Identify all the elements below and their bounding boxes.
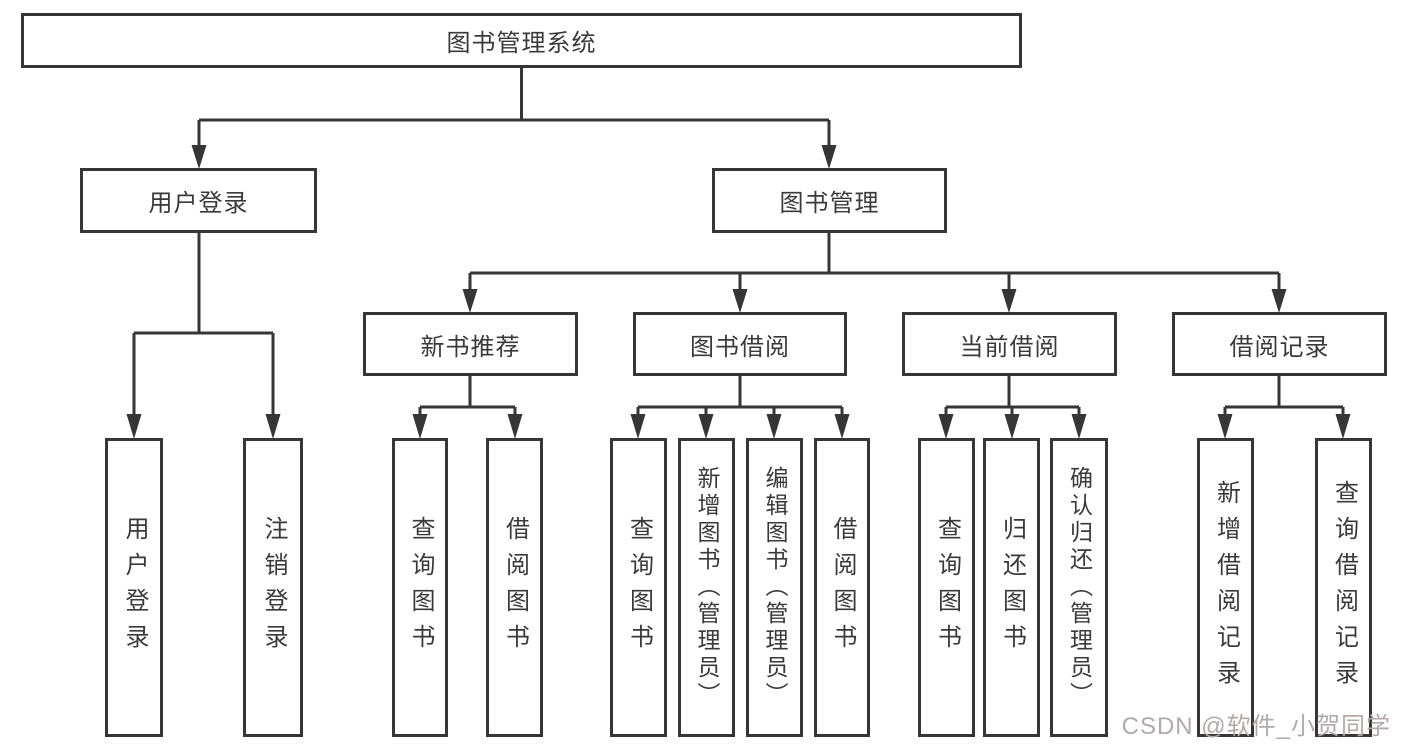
leaf-borrow-books-recommend-label: 借阅图书 bbox=[501, 515, 529, 660]
leaf-confirm-return-admin-label: 确认归还（管理员） bbox=[1066, 466, 1093, 709]
leaf-add-borrow-record-label: 新增借阅记录 bbox=[1212, 479, 1240, 696]
leaf-logout-label: 注销登录 bbox=[260, 515, 287, 660]
leaf-query-books-recommend-label: 查询图书 bbox=[407, 515, 434, 660]
leaf-query-books-current-label: 查询图书 bbox=[933, 515, 961, 660]
leaf-borrow-books-recommend: 借阅图书 bbox=[486, 438, 543, 737]
leaf-logout: 注销登录 bbox=[243, 438, 303, 737]
csdn-watermark: CSDN @软件_小贺同学 bbox=[1121, 713, 1391, 740]
leaf-user-login: 用户登录 bbox=[105, 438, 163, 737]
node-root-label: 图书管理系统 bbox=[446, 30, 597, 57]
leaf-query-borrow-record: 查询借阅记录 bbox=[1315, 438, 1372, 737]
leaf-return-book: 归还图书 bbox=[983, 438, 1040, 737]
node-new-book-recommend: 新书推荐 bbox=[363, 312, 578, 376]
leaf-add-borrow-record: 新增借阅记录 bbox=[1197, 438, 1254, 737]
node-user-login-label: 用户登录 bbox=[148, 190, 249, 217]
leaf-borrow-books-2-label: 借阅图书 bbox=[829, 515, 856, 660]
leaf-user-login-label: 用户登录 bbox=[121, 515, 148, 660]
leaf-confirm-return-admin: 确认归还（管理员） bbox=[1050, 438, 1108, 737]
node-book-management: 图书管理 bbox=[712, 168, 947, 233]
node-borrow-records: 借阅记录 bbox=[1172, 312, 1387, 376]
leaf-query-borrow-record-label: 查询借阅记录 bbox=[1330, 479, 1358, 696]
node-borrow-records-label: 借阅记录 bbox=[1229, 333, 1330, 361]
arrowheads bbox=[126, 145, 1351, 439]
leaf-query-books-borrow-label: 查询图书 bbox=[625, 515, 653, 660]
node-current-borrow: 当前借阅 bbox=[902, 312, 1117, 376]
node-user-login: 用户登录 bbox=[80, 168, 317, 233]
node-new-book-recommend-label: 新书推荐 bbox=[420, 333, 521, 361]
node-book-management-label: 图书管理 bbox=[779, 190, 880, 217]
leaf-edit-book-admin: 编辑图书（管理员） bbox=[746, 438, 803, 737]
leaf-return-book-label: 归还图书 bbox=[998, 515, 1026, 660]
node-root: 图书管理系统 bbox=[21, 13, 1022, 68]
leaf-query-books-borrow: 查询图书 bbox=[610, 438, 667, 737]
leaf-borrow-books-2: 借阅图书 bbox=[814, 438, 870, 737]
leaf-query-books-recommend: 查询图书 bbox=[392, 438, 448, 737]
leaf-query-books-current: 查询图书 bbox=[918, 438, 975, 737]
connector-paths bbox=[132, 68, 1345, 415]
leaf-add-book-admin-label: 新增图书（管理员） bbox=[694, 466, 720, 709]
node-current-borrow-label: 当前借阅 bbox=[959, 333, 1060, 361]
node-book-borrow-label: 图书借阅 bbox=[690, 333, 790, 361]
leaf-edit-book-admin-label: 编辑图书（管理员） bbox=[762, 466, 788, 709]
node-book-borrow: 图书借阅 bbox=[633, 312, 847, 376]
leaf-add-book-admin: 新增图书（管理员） bbox=[678, 438, 735, 737]
